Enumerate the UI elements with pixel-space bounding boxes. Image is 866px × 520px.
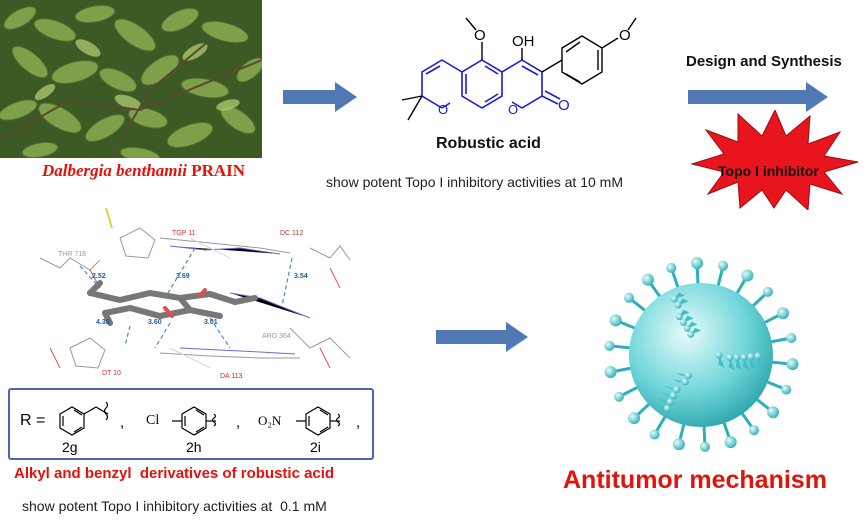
nitro-label: O₂N xyxy=(258,413,282,428)
tumor-cell-illustration xyxy=(596,250,806,465)
residue-tgp11: TGP 11 xyxy=(172,230,196,237)
distance-1: 2.52 xyxy=(92,273,106,280)
methoxy-o-label: O xyxy=(474,27,486,44)
species-author: PRAIN xyxy=(191,161,246,180)
distance-2: 3.69 xyxy=(176,273,190,280)
svg-text:O: O xyxy=(508,102,518,117)
substituent-box: R = 2g , Cl 2h , O₂N 2i , xyxy=(8,388,374,460)
distance-5: 3.60 xyxy=(148,319,162,326)
chloro-label: Cl xyxy=(146,413,160,428)
topo-burst-label: Topo I inhibitor xyxy=(718,163,819,179)
topo-burst xyxy=(690,108,860,215)
compound-2i: 2i xyxy=(310,439,321,455)
docking-diagram: THR 718 TGP 11 DC 112 ARG 364 DT 10 DA 1… xyxy=(30,198,370,391)
residue-dt10: DT 10 xyxy=(102,370,121,377)
plant-caption: Dalbergia benthamii PRAIN xyxy=(42,161,245,181)
distance-3: 3.54 xyxy=(294,273,308,280)
distance-4: 4.38 xyxy=(96,319,110,326)
separator-2: , xyxy=(236,414,241,431)
residue-arg364: ARG 364 xyxy=(262,333,291,340)
species-name: Dalbergia benthamii xyxy=(42,161,187,180)
plant-photo xyxy=(0,0,262,158)
residue-da113: DA 113 xyxy=(220,373,243,380)
derivatives-title: Alkyl and benzyl derivatives of robustic… xyxy=(14,465,335,482)
molecule-name: Robustic acid xyxy=(436,135,541,152)
residue-dc112: DC 112 xyxy=(280,230,303,237)
residue-thr718: THR 718 xyxy=(58,251,86,258)
arrow-to-design xyxy=(688,82,830,112)
aryl-methoxy-o-label: O xyxy=(619,27,631,44)
separator-3: , xyxy=(356,414,361,431)
mechanism-title: Antitumor mechanism xyxy=(563,466,827,494)
separator-1: , xyxy=(120,414,125,431)
arrow-to-molecule xyxy=(283,82,359,112)
derivatives-activity-note: show potent Topo I inhibitory activities… xyxy=(22,498,327,514)
robustic-acid-structure: O OH O O O O xyxy=(372,0,672,140)
distance-6: 3.01 xyxy=(204,319,218,326)
svg-text:O: O xyxy=(438,102,448,117)
r-prefix: R = xyxy=(20,412,46,429)
carbonyl-o-label: O xyxy=(558,97,570,114)
arrow-to-mechanism xyxy=(436,322,530,352)
hydroxyl-label: OH xyxy=(512,33,535,50)
design-title: Design and Synthesis xyxy=(686,53,842,70)
compound-2g: 2g xyxy=(62,439,78,455)
compound-2h: 2h xyxy=(186,439,202,455)
robustic-activity-note: show potent Topo I inhibitory activities… xyxy=(326,174,624,190)
